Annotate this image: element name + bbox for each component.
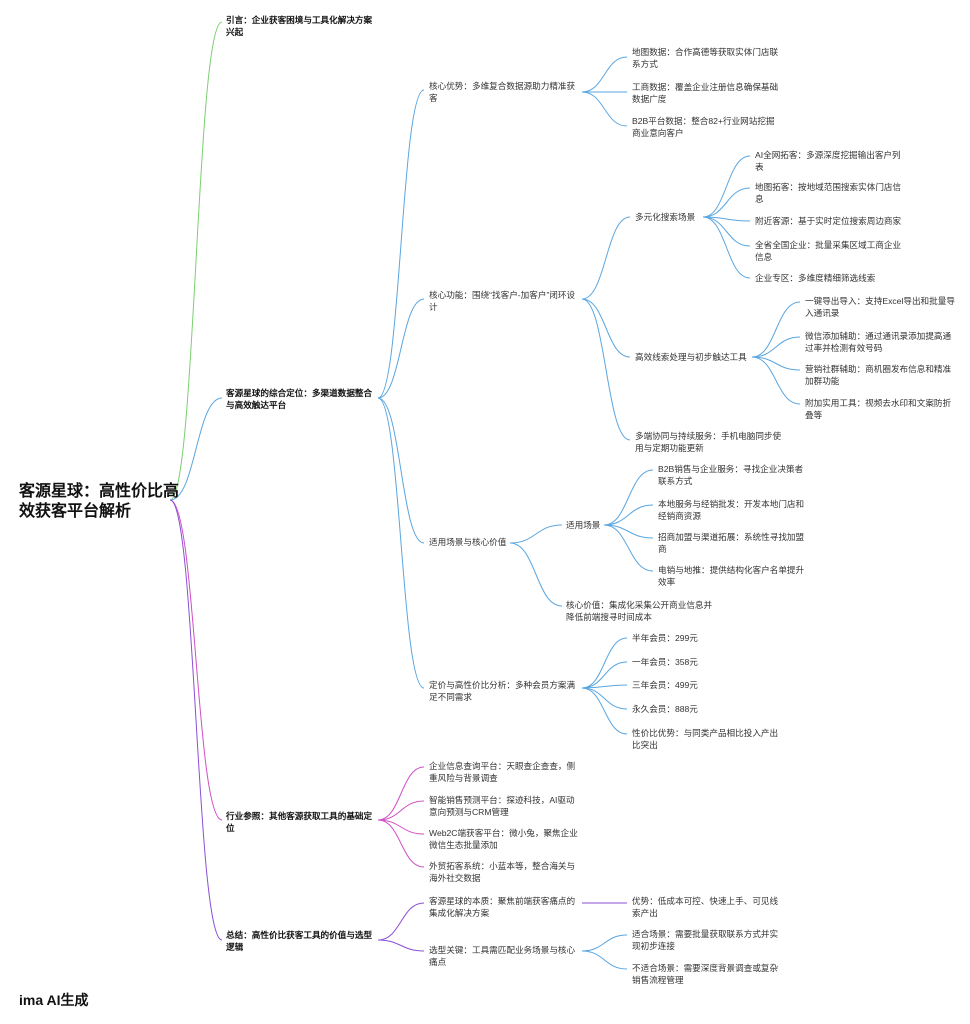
node-sm-fit: 适合场景：需要批量获取联系方式并实现初步连接 bbox=[632, 929, 779, 951]
node-price: 定价与高性价比分析：多种会员方案满足不同需求 bbox=[429, 680, 576, 702]
edge-price-value bbox=[581, 687, 628, 735]
node-sm-unfit: 不适合场景：需要深度背景调查或复杂销售流程管理 bbox=[632, 963, 779, 985]
edge-func-multi bbox=[581, 298, 631, 441]
node-lead: 高效线索处理与初步触达工具 bbox=[635, 352, 747, 362]
edge-position-price bbox=[377, 397, 425, 689]
footer-label: ima AI生成 bbox=[19, 992, 89, 1008]
node-l-wechat: 微信添加辅助：通过通讯录添加提高通过率并检测有效号码 bbox=[805, 331, 952, 353]
edge-search-zone bbox=[702, 216, 751, 279]
edge-root-summary bbox=[169, 499, 223, 941]
edge-summary-essence bbox=[377, 902, 425, 941]
node-scene: 适用场景与核心价值 bbox=[429, 537, 507, 547]
edge-sub-tele bbox=[603, 524, 654, 572]
edge-key-fit bbox=[581, 934, 628, 952]
edge-industry-foreign bbox=[377, 819, 425, 868]
edge-position-adv bbox=[377, 89, 425, 399]
node-adv: 核心优势：多维复合数据源助力精准获客 bbox=[429, 81, 576, 103]
edge-search-ai bbox=[702, 155, 751, 218]
edge-scene-core bbox=[509, 542, 563, 607]
node-sc-local: 本地服务与经销批发：开发本地门店和经销商资源 bbox=[658, 499, 805, 521]
node-sm-essence: 客源星球的本质：聚焦前端获客痛点的集成化解决方案 bbox=[429, 896, 576, 918]
edge-lead-wechat bbox=[751, 336, 801, 358]
node-summary: 总结：高性价比获客工具的价值与选型逻辑 bbox=[226, 930, 373, 952]
edge-func-search bbox=[581, 216, 631, 300]
edge-position-func bbox=[377, 298, 425, 399]
node-sc-franchise: 招商加盟与渠道拓展：系统性寻找加盟商 bbox=[658, 532, 805, 554]
edge-price-half bbox=[581, 637, 628, 689]
node-scene-sub: 适用场景 bbox=[566, 520, 601, 530]
edge-search-prov bbox=[702, 216, 751, 247]
node-l-tool: 附加实用工具：视频去水印和文案防折叠等 bbox=[805, 398, 952, 420]
node-p-half: 半年会员：299元 bbox=[632, 633, 698, 643]
edge-scene-sub bbox=[509, 524, 563, 544]
node-adv-biz: 工商数据：覆盖企业注册信息确保基础数据广度 bbox=[632, 82, 779, 104]
node-search: 多元化搜索场景 bbox=[635, 212, 696, 222]
node-s-near: 附近客源：基于实时定位搜索周边商家 bbox=[755, 216, 902, 226]
edge-industry-ai bbox=[377, 800, 425, 821]
node-sm-adv: 优势：低成本可控、快速上手、可见线索产出 bbox=[632, 896, 779, 918]
node-p-three: 三年会员：499元 bbox=[632, 680, 698, 690]
node-adv-map: 地图数据：合作高德等获取实体门店联系方式 bbox=[632, 47, 779, 69]
node-p-year: 一年会员：358元 bbox=[632, 657, 698, 667]
node-industry: 行业参照：其他客源获取工具的基础定位 bbox=[226, 811, 373, 833]
edge-lead-export bbox=[751, 301, 801, 358]
node-adv-b2b: B2B平台数据：整合82+行业网站挖掘商业意向客户 bbox=[632, 116, 775, 138]
edge-lead-tool bbox=[751, 356, 801, 405]
node-l-export: 一键导出导入：支持Excel导出和批量导入通讯录 bbox=[805, 296, 955, 318]
node-multi: 多端协同与持续服务：手机电脑同步使用与定期功能更新 bbox=[635, 431, 782, 453]
node-s-ai: AI全网拓客：多源深度挖掘输出客户列表 bbox=[755, 150, 901, 172]
edge-price-year bbox=[581, 661, 628, 689]
edge-sub-local bbox=[603, 504, 654, 526]
edge-root-intro bbox=[169, 21, 223, 501]
edge-adv-b2b bbox=[581, 91, 628, 127]
edge-search-map bbox=[702, 187, 751, 218]
node-core-value: 核心价值：集成化采集公开商业信息并降低前端搜寻时间成本 bbox=[566, 600, 713, 622]
node-p-forever: 永久会员：888元 bbox=[632, 704, 698, 714]
node-i-foreign: 外贸拓客系统：小蓝本等，整合海关与海外社交数据 bbox=[429, 861, 576, 883]
edge-industry-query bbox=[377, 766, 425, 821]
node-intro: 引言：企业获客困境与工具化解决方案兴起 bbox=[226, 15, 373, 37]
node-func: 核心功能：围绕“找客户-加客户”闭环设计 bbox=[429, 290, 576, 312]
edge-price-forever bbox=[581, 687, 628, 710]
edge-summary-key bbox=[377, 939, 425, 952]
node-l-group: 营销社群辅助：商机圈发布信息和精准加群功能 bbox=[805, 364, 952, 386]
node-i-ai: 智能销售预测平台：探迹科技，AI驱动意向预测与CRM管理 bbox=[429, 795, 575, 817]
node-s-zone: 企业专区：多维度精细筛选线索 bbox=[755, 273, 876, 283]
node-i-web2c: Web2C端获客平台：微小兔，聚焦企业微信生态批量添加 bbox=[429, 828, 578, 850]
node-sm-key: 选型关键：工具需匹配业务场景与核心痛点 bbox=[429, 945, 576, 967]
edge-position-scene bbox=[377, 397, 425, 544]
edge-sub-b2b bbox=[603, 469, 654, 526]
root-node: 客源星球：高性价比高效获客平台解析 bbox=[19, 483, 180, 520]
edge-root-position bbox=[169, 397, 223, 501]
node-sc-tele: 电销与地推：提供结构化客户名单提升效率 bbox=[658, 565, 805, 587]
node-sc-b2b: B2B销售与企业服务：寻找企业决策者联系方式 bbox=[658, 464, 804, 486]
edge-adv-map bbox=[581, 56, 628, 93]
edge-key-unfit bbox=[581, 950, 628, 970]
node-i-query: 企业信息查询平台：天眼查企查查，侧重风险与背景调查 bbox=[429, 761, 576, 783]
edge-func-lead bbox=[581, 298, 631, 358]
node-s-prov: 全省全国企业：批量采集区域工商企业信息 bbox=[755, 240, 902, 262]
node-position: 客源星球的综合定位：多渠道数据整合与高效触达平台 bbox=[226, 388, 373, 410]
node-s-map: 地图拓客：按地域范围搜索实体门店信息 bbox=[755, 182, 902, 204]
node-p-value: 性价比优势：与同类产品相比投入产出比突出 bbox=[632, 728, 779, 750]
edge-root-industry bbox=[169, 499, 223, 821]
